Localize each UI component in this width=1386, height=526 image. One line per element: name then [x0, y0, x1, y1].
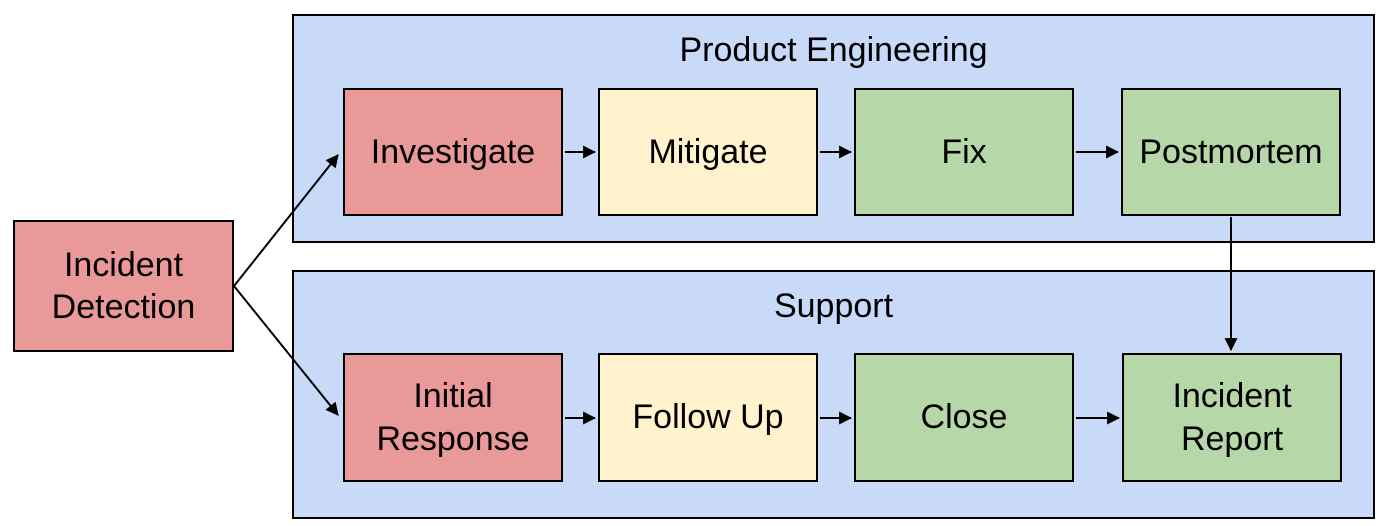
node-postmortem: Postmortem — [1121, 88, 1341, 216]
node-incident-report-label: Incident Report — [1172, 377, 1292, 458]
node-fix-label: Fix — [941, 132, 987, 171]
node-incident-detection: Incident Detection — [13, 220, 234, 352]
node-follow-up-label: Follow Up — [632, 398, 784, 437]
node-follow-up: Follow Up — [598, 353, 818, 482]
node-close-label: Close — [920, 398, 1008, 437]
node-initial-response: Initial Response — [343, 353, 563, 482]
node-investigate: Investigate — [343, 88, 563, 216]
lane-product-engineering-title: Product Engineering — [679, 31, 988, 69]
node-incident-detection-label: Incident Detection — [51, 245, 196, 326]
lane-support-title: Support — [773, 287, 894, 325]
node-close: Close — [854, 353, 1074, 482]
node-investigate-label: Investigate — [370, 132, 536, 171]
node-fix: Fix — [854, 88, 1074, 216]
node-mitigate: Mitigate — [598, 88, 818, 216]
node-mitigate-label: Mitigate — [648, 132, 768, 171]
node-incident-report: Incident Report — [1122, 353, 1342, 482]
node-initial-response-label: Initial Response — [376, 377, 530, 458]
node-postmortem-label: Postmortem — [1139, 132, 1323, 171]
